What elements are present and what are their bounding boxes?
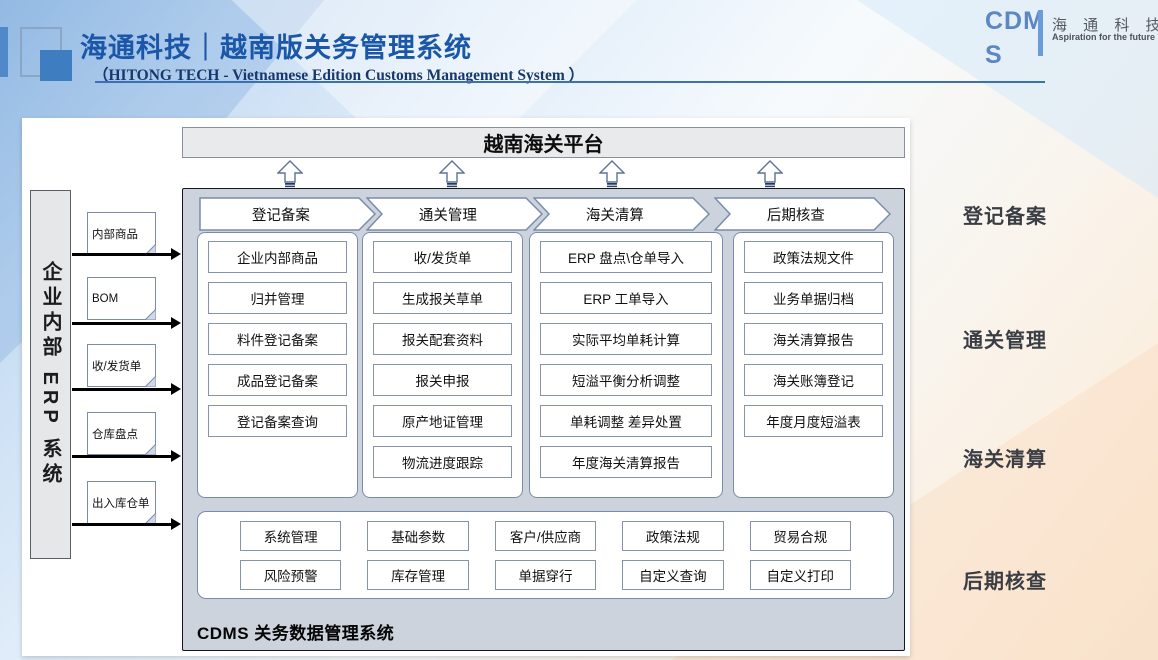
erp-document: BOM <box>87 277 156 320</box>
module-box: 报关配套资料 <box>373 323 512 355</box>
foundation-modules: 系统管理 基础参数 客户/供应商 政策法规 贸易合规 风险预警 库存管理 单据穿… <box>197 511 894 599</box>
process-step-liquidation: 海关清算 <box>533 197 711 231</box>
module-box: ERP 盘点\仓单导入 <box>540 241 712 273</box>
module-box: 业务单据归档 <box>744 282 883 314</box>
up-arrow-icon <box>439 160 465 190</box>
page-fold-icon <box>145 444 156 455</box>
module-box: 生成报关草单 <box>373 282 512 314</box>
flow-arrow-icon <box>72 518 181 530</box>
module-box: 物流进度跟踪 <box>373 446 512 478</box>
flow-arrow-icon <box>72 317 181 329</box>
page-fold-icon <box>145 513 156 524</box>
header-underline <box>95 81 1045 83</box>
foundation-box: 自定义打印 <box>749 560 851 590</box>
process-step-label: 海关清算 <box>585 207 644 224</box>
left-edge-accent <box>0 27 8 77</box>
foundation-box: 贸易合规 <box>749 521 851 551</box>
module-box: 政策法规文件 <box>744 241 883 273</box>
column-audit: 政策法规文件 业务单据归档 海关清算报告 海关账簿登记 年度月度短溢表 <box>733 232 894 498</box>
foundation-box: 自定义查询 <box>622 560 724 590</box>
up-arrow-icon <box>277 160 303 190</box>
page-fold-icon <box>145 244 156 255</box>
erp-document-label: 内部商品 <box>92 228 138 241</box>
process-step-label: 登记备案 <box>251 207 310 224</box>
cdms-logo: CDMS <box>985 7 1045 69</box>
erp-document-label: 收/发货单 <box>92 360 142 373</box>
module-box: ERP 工单导入 <box>540 282 712 314</box>
module-box: 成品登记备案 <box>208 364 347 396</box>
vietnam-customs-platform-bar: 越南海关平台 <box>182 127 905 158</box>
module-box: 料件登记备案 <box>208 323 347 355</box>
company-logo-tagline: Aspiration for the future <box>1052 32 1155 42</box>
module-box: 企业内部商品 <box>208 241 347 273</box>
module-box: 单耗调整 差异处置 <box>540 405 712 437</box>
process-step-audit: 后期核查 <box>714 197 892 231</box>
module-box: 登记备案查询 <box>208 405 347 437</box>
foundation-box: 客户/供应商 <box>494 521 597 551</box>
process-step-registration: 登记备案 <box>199 197 377 231</box>
flow-arrow-icon <box>72 383 181 395</box>
foundation-box: 库存管理 <box>367 560 469 590</box>
module-box: 海关清算报告 <box>744 323 883 355</box>
erp-document: 收/发货单 <box>87 344 156 387</box>
module-box: 归并管理 <box>208 282 347 314</box>
module-box: 报关申报 <box>373 364 512 396</box>
foundation-box: 基础参数 <box>367 521 469 551</box>
erp-document: 出入库仓单 <box>87 481 156 524</box>
erp-document: 仓库盘点 <box>87 412 156 455</box>
page-subtitle: （HITONG TECH - Vietnamese Edition Custom… <box>93 67 585 84</box>
logo-divider <box>1038 10 1043 56</box>
module-box: 实际平均单耗计算 <box>540 323 712 355</box>
page-title: 海通科技｜越南版关务管理系统 <box>80 33 472 63</box>
stage-label-liquidation: 海关清算 <box>963 449 1047 471</box>
foundation-box: 风险预警 <box>240 560 342 590</box>
stage-label-audit: 后期核查 <box>963 571 1047 593</box>
stage-label-registration: 登记备案 <box>963 206 1047 228</box>
erp-document-label: BOM <box>92 292 119 305</box>
foundation-box: 政策法规 <box>622 521 724 551</box>
page-fold-icon <box>145 376 156 387</box>
process-step-clearance: 通关管理 <box>366 197 544 231</box>
module-box: 年度月度短溢表 <box>744 405 883 437</box>
up-arrow-icon <box>757 160 783 190</box>
erp-document-label: 仓库盘点 <box>92 428 138 441</box>
stage-label-clearance: 通关管理 <box>963 330 1047 352</box>
process-step-label: 后期核查 <box>766 207 825 224</box>
module-box: 收/发货单 <box>373 241 512 273</box>
erp-document-label: 出入库仓单 <box>92 497 150 510</box>
module-box: 海关账簿登记 <box>744 364 883 396</box>
column-clearance: 收/发货单 生成报关草单 报关配套资料 报关申报 原产地证管理 物流进度跟踪 <box>362 232 523 498</box>
up-arrow-icon <box>599 160 625 190</box>
company-logo: 海 通 科 技 <box>1052 17 1158 34</box>
erp-document: 内部商品 <box>87 212 156 255</box>
module-box: 年度海关清算报告 <box>540 446 712 478</box>
foundation-box: 系统管理 <box>240 521 342 551</box>
module-box: 短溢平衡分析调整 <box>540 364 712 396</box>
erp-system-box: 企业内部 ERP 系统 <box>30 190 71 559</box>
deco-square-fill <box>40 50 72 81</box>
erp-system-label: 企业内部 ERP 系统 <box>39 261 61 488</box>
column-liquidation: ERP 盘点\仓单导入 ERP 工单导入 实际平均单耗计算 短溢平衡分析调整 单… <box>529 232 723 498</box>
foundation-box: 单据穿行 <box>494 560 597 590</box>
page-fold-icon <box>145 309 156 320</box>
flow-arrow-icon <box>72 450 181 462</box>
cdms-caption: CDMS 关务数据管理系统 <box>197 624 395 643</box>
column-registration: 企业内部商品 归并管理 料件登记备案 成品登记备案 登记备案查询 <box>197 232 358 498</box>
module-box: 原产地证管理 <box>373 405 512 437</box>
process-step-label: 通关管理 <box>418 207 477 224</box>
flow-arrow-icon <box>72 248 181 260</box>
